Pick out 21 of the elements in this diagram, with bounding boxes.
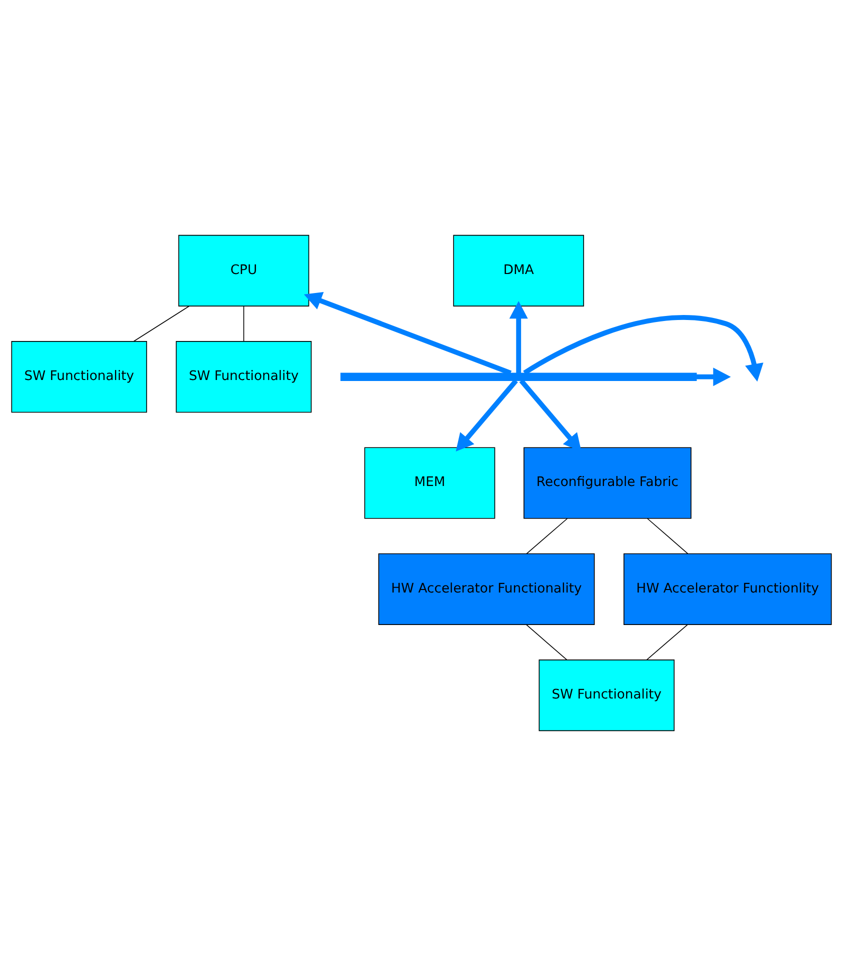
node-box: HW Accelerator Functionality bbox=[378, 553, 595, 625]
node-box: SW Functionality bbox=[538, 660, 675, 732]
connector bbox=[243, 306, 244, 342]
arrow bbox=[523, 315, 764, 382]
connector bbox=[133, 306, 190, 342]
arrow bbox=[456, 379, 518, 452]
connector bbox=[526, 518, 568, 554]
node-box: SW Functionality bbox=[176, 341, 312, 413]
node-box: MEM bbox=[364, 447, 496, 519]
node-box: SW Functionality bbox=[11, 341, 148, 413]
connector bbox=[526, 624, 568, 660]
node-box: DMA bbox=[453, 234, 584, 306]
connector bbox=[647, 518, 688, 554]
connector bbox=[646, 624, 688, 660]
arrow bbox=[509, 301, 528, 374]
node-bar bbox=[340, 372, 697, 381]
node-box: Reconfigurable Fabric bbox=[524, 447, 692, 519]
arrow bbox=[304, 292, 512, 376]
arrow bbox=[696, 368, 731, 386]
node-box: HW Accelerator Functionlity bbox=[624, 553, 832, 625]
node-box: CPU bbox=[178, 234, 310, 306]
